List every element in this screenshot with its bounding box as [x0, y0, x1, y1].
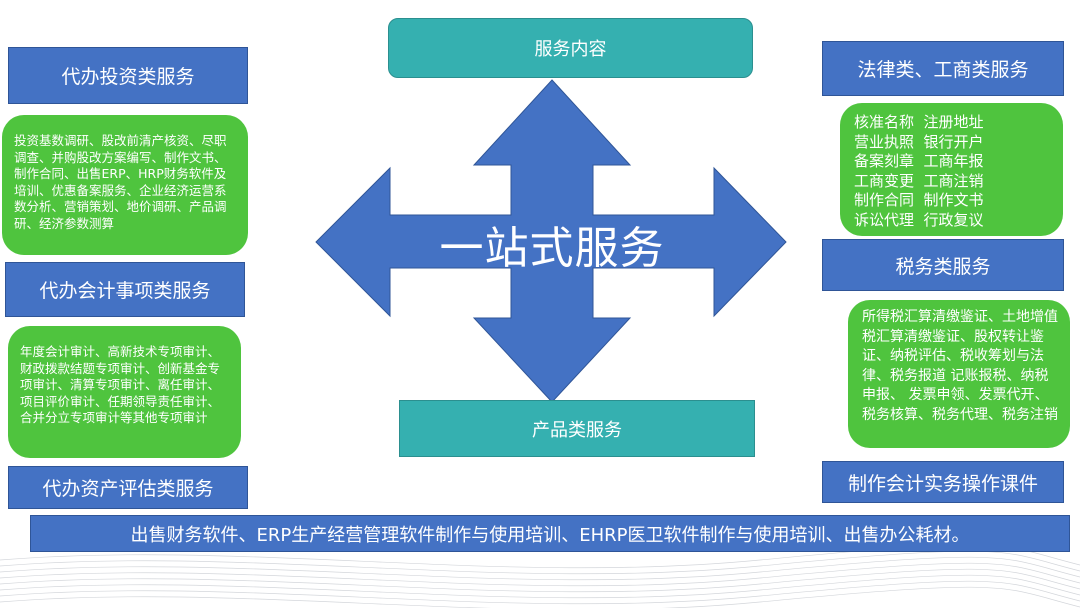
decorative-waves — [0, 544, 1080, 608]
legal-service-label: 法律类、工商类服务 — [822, 41, 1064, 96]
investment-service-label: 代办投资类服务 — [8, 47, 248, 104]
legal-line: 制作合同 制作文书 — [854, 191, 984, 209]
product-service-box: 产品类服务 — [399, 400, 755, 457]
legal-line: 诉讼代理 行政复议 — [854, 210, 984, 229]
legal-line: 备案刻章 工商年报 — [854, 152, 984, 170]
legal-service-detail: 核准名称 注册地址 营业执照 银行开户 备案刻章 工商年报 工商变更 工商注销 … — [840, 103, 1063, 236]
tax-service-detail: 所得税汇算清缴鉴证、土地增值税汇算清缴鉴证、股权转让鉴证、纳税评估、税收筹划与法… — [848, 300, 1070, 448]
asset-evaluation-label: 代办资产评估类服务 — [8, 466, 248, 509]
investment-service-detail: 投资基数调研、股改前清产核资、尽职调查、并购股改方案编写、制作文书、制作合同、出… — [2, 115, 248, 255]
accounting-service-label: 代办会计事项类服务 — [5, 262, 245, 317]
legal-line: 核准名称 注册地址 — [854, 113, 984, 131]
courseware-label: 制作会计实务操作课件 — [822, 461, 1064, 503]
legal-line: 工商变更 工商注销 — [854, 171, 984, 190]
tax-service-label: 税务类服务 — [822, 239, 1064, 291]
center-title: 一站式服务 — [439, 223, 665, 274]
accounting-service-detail: 年度会计审计、高新技术专项审计、财政拨款结题专项审计、创新基金专项审计、清算专项… — [8, 326, 241, 458]
legal-line: 营业执照 银行开户 — [854, 132, 984, 151]
service-content-box: 服务内容 — [388, 18, 753, 78]
bottom-product-bar: 出售财务软件、ERP生产经营管理软件制作与使用培训、EHRP医卫软件制作与使用培… — [30, 515, 1070, 552]
